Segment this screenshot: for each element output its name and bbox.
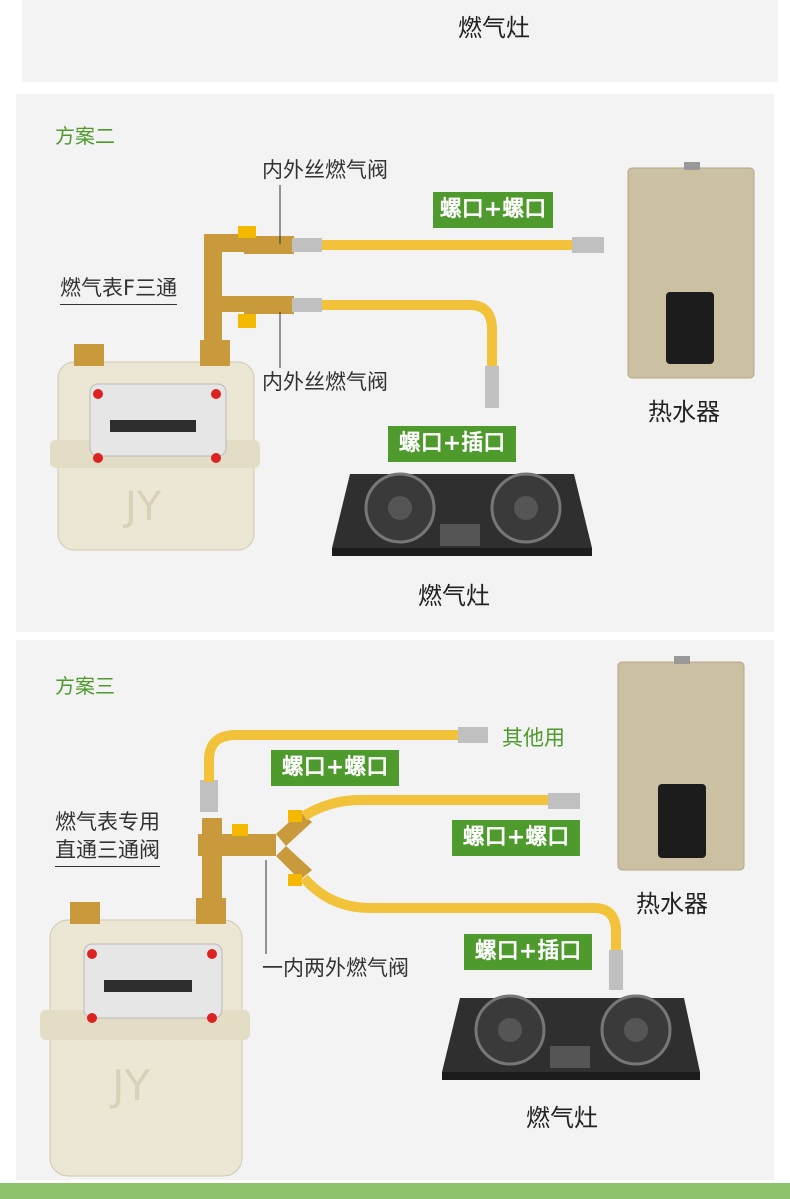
plan3-tag-c: 螺口+插口: [464, 934, 592, 970]
plan3-stove-label: 燃气灶: [526, 1104, 598, 1132]
plan3-meter-valve-label: 燃气表专用 直通三通阀: [55, 808, 160, 867]
plan3-tag-b: 螺口+螺口: [452, 820, 580, 856]
plan3-one-in-two-out-valve: [250, 810, 312, 886]
plan2-title: 方案二: [55, 124, 115, 148]
top-stove-label: 燃气灶: [458, 14, 530, 42]
plan2-meter-logo: JY: [122, 484, 162, 530]
plan3-one-in-two-out-label: 一内两外燃气阀: [262, 956, 409, 980]
plan3-straight-tee-valve: [198, 780, 250, 900]
bottom-accent-bar: [0, 1183, 790, 1199]
plan3-meter-logo: JY: [109, 1061, 150, 1110]
plan3-hose-other: [204, 730, 462, 782]
plan3-meter-valve-line1: 燃气表专用: [55, 810, 160, 834]
plan3-gas-stove: [442, 994, 700, 1080]
top-panel: [22, 0, 778, 82]
plan3-title: 方案三: [55, 674, 115, 698]
plan2-valve-bottom-label: 内外丝燃气阀: [262, 370, 388, 394]
plan2-hose-to-stove: [322, 300, 497, 368]
plan2-gas-stove: [332, 472, 592, 556]
plan2-water-heater: [627, 162, 755, 379]
plan2-stove-label: 燃气灶: [418, 582, 490, 610]
plan2-tag-screw-plug: 螺口+插口: [388, 426, 516, 462]
plan3-tag-a: 螺口+螺口: [271, 750, 399, 786]
plan2-valve-bottom: [238, 296, 322, 328]
plan3-gas-meter: JY: [40, 898, 250, 1177]
plan2-f-tee: [204, 234, 244, 344]
plan2-valve-top: [238, 226, 322, 254]
plan2-gas-meter: JY: [50, 340, 260, 551]
plan2-heater-label: 热水器: [648, 398, 720, 426]
plan2-valve-top-label: 内外丝燃气阀: [262, 158, 388, 182]
plan2-tag-screw-screw: 螺口+螺口: [433, 192, 553, 228]
plan3-meter-valve-line2: 直通三通阀: [55, 838, 160, 862]
plan3-hose-heater: [301, 795, 552, 821]
plan3-heater-label: 热水器: [636, 890, 708, 918]
plan3-other-use-label: 其他用: [502, 726, 565, 750]
plan3-water-heater: [617, 656, 745, 871]
plan2-meter-tee-label: 燃气表F三通: [60, 274, 178, 305]
plan3-hose-stove: [300, 874, 621, 952]
